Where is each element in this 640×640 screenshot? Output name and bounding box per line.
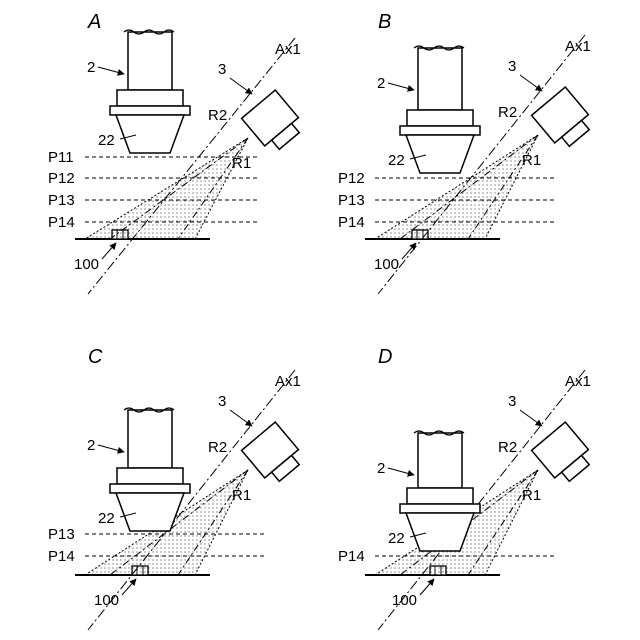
panel-d: DP142223Ax1R2R1100 (338, 346, 596, 630)
panel-letter: A (87, 11, 101, 33)
plane-label: P13 (338, 192, 365, 209)
target-arrow (102, 243, 116, 259)
panel-a: AP11P12P13P142223Ax1R2R1100 (48, 11, 306, 294)
nozzle-label: 22 (388, 530, 405, 547)
optical-axis (88, 38, 295, 294)
nozzle (406, 135, 474, 173)
r1-label: R1 (232, 487, 251, 504)
camera (532, 422, 597, 487)
head-plate (400, 126, 480, 135)
plane-label: P14 (48, 214, 75, 231)
target-label: 100 (94, 592, 119, 609)
plane-label: P14 (338, 214, 365, 231)
head-body (418, 48, 462, 110)
plane-label: P12 (338, 170, 365, 187)
plane-label: P13 (48, 192, 75, 209)
panel-letter: D (378, 346, 392, 368)
r2-label: R2 (498, 439, 517, 456)
panel-b: BP12P13P142223Ax1R2R1100 (338, 11, 596, 294)
nozzle-label: 22 (98, 132, 115, 149)
target-label: 100 (374, 256, 399, 273)
head-flange (117, 90, 183, 106)
plane-label: P14 (48, 548, 75, 565)
camera-label: 3 (218, 61, 226, 78)
target-label: 100 (74, 256, 99, 273)
target-arrow (122, 579, 136, 595)
target-label: 100 (392, 592, 417, 609)
head-body (128, 32, 172, 90)
head-plate (110, 106, 190, 115)
camera-arrow (520, 75, 542, 91)
r2-label: R2 (498, 104, 517, 121)
r1-label: R1 (522, 152, 541, 169)
camera (242, 422, 307, 487)
plane-label: P11 (48, 149, 74, 166)
head-arrow (98, 67, 124, 74)
camera-arrow (230, 78, 252, 94)
panel-c: CP13P142223Ax1R2R1100 (48, 346, 306, 630)
r2-label: R2 (208, 439, 227, 456)
panels-root: AP11P12P13P142223Ax1R2R1100BP12P13P14222… (48, 11, 596, 630)
r2-label: R2 (208, 107, 227, 124)
head-plate (110, 484, 190, 493)
camera-label: 3 (508, 58, 516, 75)
camera (532, 87, 597, 152)
head-plate (400, 504, 480, 513)
panel-letter: C (88, 346, 103, 368)
head-flange (117, 468, 183, 484)
head-label: 2 (377, 460, 385, 477)
plane-label: P14 (338, 548, 365, 565)
nozzle-label: 22 (388, 152, 405, 169)
camera (242, 90, 307, 155)
panel-letter: B (378, 11, 391, 33)
camera-label: 3 (218, 393, 226, 410)
axis-label: Ax1 (565, 373, 591, 390)
head-label: 2 (87, 59, 95, 76)
camera-label: 3 (508, 393, 516, 410)
axis-label: Ax1 (275, 41, 301, 58)
head-label: 2 (377, 75, 385, 92)
camera-arrow (230, 410, 252, 426)
nozzle-label: 22 (98, 510, 115, 527)
axis-label: Ax1 (565, 38, 591, 55)
axis-label: Ax1 (275, 373, 301, 390)
head-arrow (388, 83, 414, 90)
head-arrow (98, 445, 124, 452)
plane-label: P12 (48, 170, 75, 187)
camera-arrow (520, 410, 542, 426)
head-body (418, 433, 462, 488)
r1-label: R1 (522, 487, 541, 504)
head-flange (407, 488, 473, 504)
r1-label: R1 (232, 155, 251, 172)
head-arrow (388, 468, 414, 475)
head-flange (407, 110, 473, 126)
nozzle (116, 115, 184, 153)
plane-label: P13 (48, 526, 75, 543)
optical-axis (378, 35, 585, 294)
head-body (128, 410, 172, 468)
target-arrow (420, 579, 434, 595)
target-arrow (402, 243, 416, 259)
head-label: 2 (87, 437, 95, 454)
